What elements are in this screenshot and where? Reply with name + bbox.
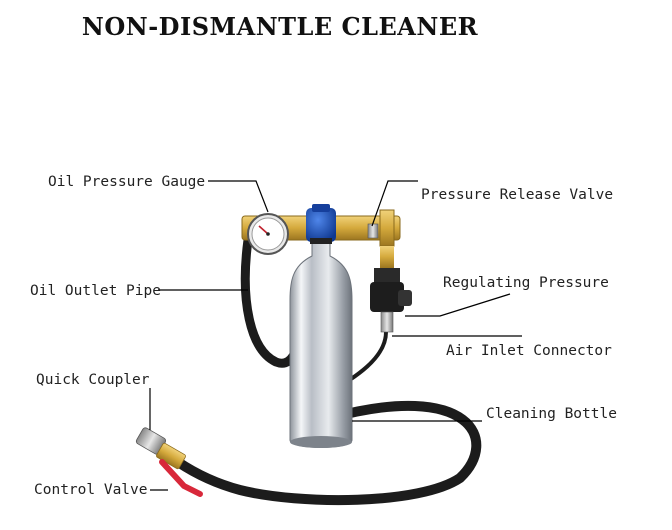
oil-outlet-hose: [240, 235, 301, 368]
control-valve: [156, 442, 203, 497]
label-oil-pressure-gauge: Oil Pressure Gauge: [48, 174, 205, 190]
oil-pressure-gauge: [247, 213, 289, 255]
label-cleaning-bottle: Cleaning Bottle: [486, 406, 617, 422]
label-pressure-release-valve: Pressure Release Valve: [421, 187, 613, 203]
label-regulating-pressure: Regulating Pressure: [443, 275, 609, 291]
cleaning-bottle: [289, 239, 353, 448]
pressure-regulator: [370, 246, 412, 333]
label-control-valve: Control Valve: [34, 482, 148, 498]
blue-cap: [306, 204, 336, 244]
leader-regulating-pressure: [405, 293, 511, 317]
diagram-title: NON-DISMANTLE CLEANER: [81, 12, 479, 41]
leader-pressure-release-valve: [371, 180, 418, 227]
label-air-inlet-connector: Air Inlet Connector: [446, 343, 612, 359]
leader-oil-pressure-gauge: [208, 180, 269, 213]
main-hose: [173, 400, 482, 506]
label-oil-outlet-pipe: Oil Outlet Pipe: [30, 283, 161, 299]
label-quick-coupler: Quick Coupler: [36, 372, 150, 388]
pressure-release-valve: [367, 223, 379, 239]
